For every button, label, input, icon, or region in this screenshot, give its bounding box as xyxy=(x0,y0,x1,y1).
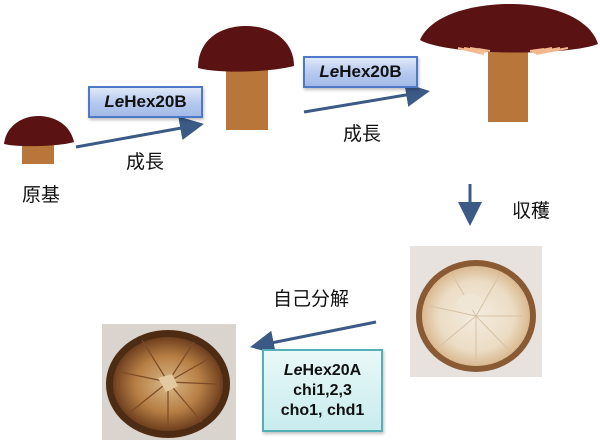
gene-name-rest: Hex20A xyxy=(302,361,362,379)
gene-line-1: LeHex20A xyxy=(284,361,361,381)
gene-line-2: chi1,2,3 xyxy=(293,381,352,399)
mature-mushroom xyxy=(420,4,598,122)
young-mushroom xyxy=(198,26,294,130)
growth-arrow-2 xyxy=(303,83,430,114)
gene-line-3: cho1, chd1 xyxy=(280,401,365,419)
growth-arrow-1 xyxy=(75,116,204,149)
harvested-mushroom-photo xyxy=(410,246,542,377)
primordium-label: 原基 xyxy=(22,184,61,206)
gene-italic-prefix: Le xyxy=(319,62,340,81)
harvest-label: 収穫 xyxy=(512,200,551,222)
growth-label-2: 成長 xyxy=(343,123,382,145)
harvest-arrow xyxy=(458,184,482,226)
gene-italic-prefix: Le xyxy=(283,361,303,379)
gene-box-autolysis: LeHex20A chi1,2,3 cho1, chd1 xyxy=(262,349,383,432)
primordium-mushroom xyxy=(4,116,74,164)
gene-italic-prefix: Le xyxy=(104,92,125,111)
growth-label-1: 成長 xyxy=(126,151,165,173)
gene-name-rest: Hex20B xyxy=(124,92,187,111)
autolysis-arrow xyxy=(250,320,377,355)
gene-name-rest: Hex20B xyxy=(339,62,402,81)
autolysed-mushroom-photo xyxy=(102,324,236,440)
autolysis-label: 自己分解 xyxy=(273,288,350,310)
